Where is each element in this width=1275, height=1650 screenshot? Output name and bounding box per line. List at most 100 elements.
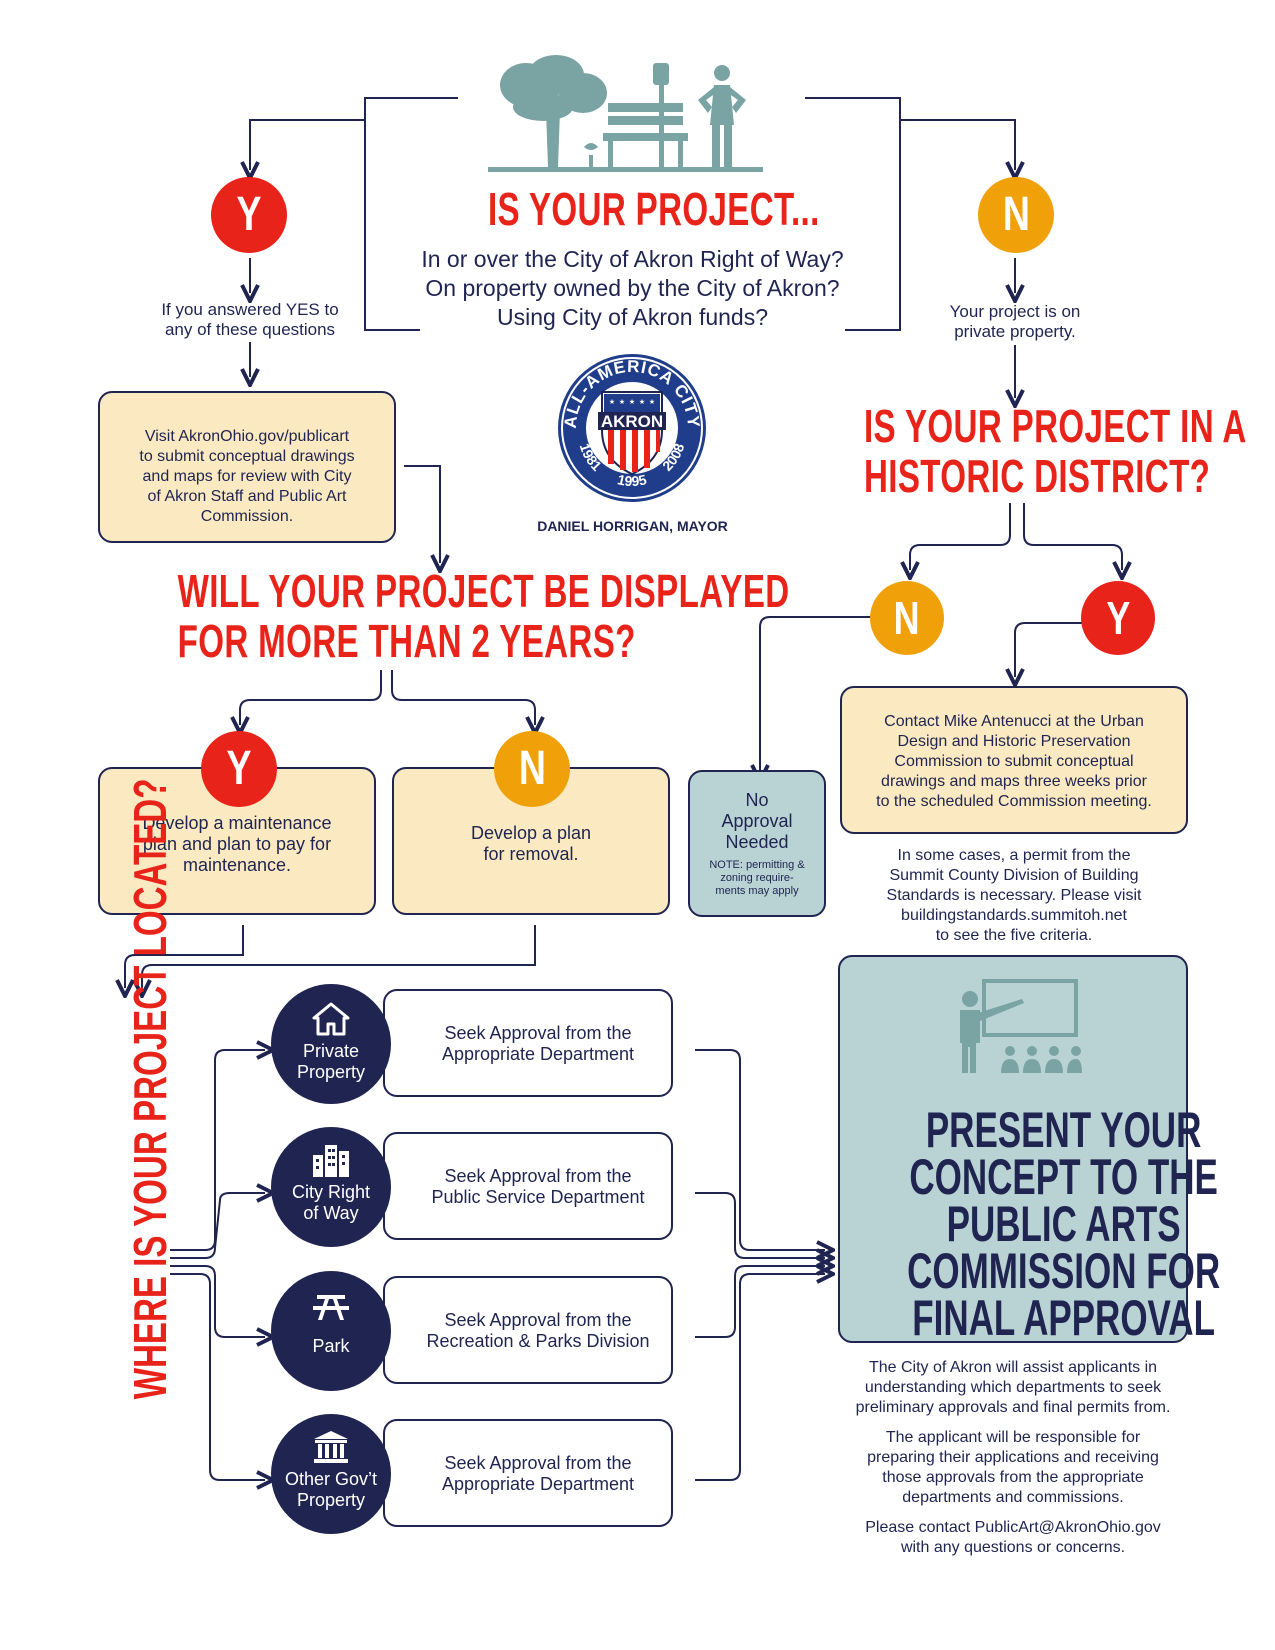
maintenance-box-line: Develop a maintenance	[142, 813, 332, 833]
park-illustration-icon	[488, 55, 763, 172]
historic-no-marker: N	[870, 581, 944, 655]
location-headline: WHERE IS YOUR PROJECT LOCATED?	[124, 778, 176, 1400]
commission-box-line: Design and Historic Preservation	[897, 733, 1131, 750]
location-action-line: Appropriate Department	[441, 1044, 635, 1064]
final-paragraph-line: those approvals from the appropriate	[882, 1469, 1144, 1486]
historic-commission-box: Contact Mike Antenucci at the Urban Desi…	[840, 686, 1188, 834]
commission-box-line: to the scheduled Commission meeting.	[876, 793, 1152, 810]
location-other-government-property: Other Gov’t Property	[271, 1414, 391, 1534]
yes-note-line: any of these questions	[164, 320, 336, 339]
final-headline-line: FINAL APPROVAL	[912, 1290, 1215, 1346]
permit-note-line: Summit County Division of Building	[889, 867, 1139, 884]
final-paragraphs: The City of Akron will assist applicants…	[828, 1358, 1198, 1558]
mayor-caption: DANIEL HORRIGAN, MAYOR	[537, 518, 728, 534]
no-note-line: private property.	[954, 322, 1076, 341]
final-paragraph-line: Please contact PublicArt@AkronOhio.gov	[865, 1519, 1161, 1536]
seal-name: AKRON	[601, 412, 663, 431]
final-paragraph-line: preparing their applications and receivi…	[867, 1449, 1159, 1466]
removal-box-line: for removal.	[483, 844, 579, 864]
final-paragraph-line: with any questions or concerns.	[900, 1539, 1126, 1556]
submit-box-line: Commission.	[200, 508, 294, 525]
final-paragraph-line: departments and commissions.	[902, 1489, 1124, 1506]
no-approval-note-line: ments may apply	[715, 885, 799, 897]
location-label-line: Property	[296, 1062, 366, 1082]
historic-yes-marker: Y	[1081, 581, 1155, 655]
maintenance-box-line: plan and plan to pay for	[142, 834, 332, 854]
permit-note-line: buildingstandards.summitoh.net	[901, 907, 1127, 924]
submit-box-line: to submit conceptual drawings	[139, 448, 355, 465]
duration-headline-line: WILL YOUR PROJECT BE DISPLAYED	[177, 565, 790, 617]
final-headline-line: CONCEPT TO THE	[909, 1149, 1218, 1205]
duration-no-marker: N	[494, 731, 570, 807]
final-headline-line: PRESENT YOUR	[925, 1102, 1202, 1158]
historic-headline-line: IS YOUR PROJECT IN A	[864, 400, 1247, 452]
presentation-teacher-icon	[960, 979, 1082, 1073]
no-approval-line: Approval	[721, 811, 793, 831]
location-action-line: Recreation & Parks Division	[426, 1331, 650, 1351]
commission-box-line: Contact Mike Antenucci at the Urban	[884, 713, 1144, 730]
no-note: Your project is on private property.	[895, 302, 1135, 342]
top-question-headline: IS YOUR PROJECT...	[488, 183, 820, 235]
house-icon	[312, 1002, 350, 1036]
no-marker: N	[978, 177, 1054, 253]
location-action-line: Seek Approval from the	[444, 1310, 632, 1330]
no-note-line: Your project is on	[949, 302, 1081, 321]
removal-box-line: Develop a plan	[470, 823, 592, 843]
final-paragraph-line: understanding which departments to seek	[864, 1379, 1162, 1396]
top-question-line: In or over the City of Akron Right of Wa…	[421, 246, 844, 272]
location-label-line: of Way	[303, 1203, 359, 1223]
top-question-line: Using City of Akron funds?	[496, 304, 769, 330]
duration-yes-marker: Y	[201, 731, 277, 807]
permit-note-line: Standards is necessary. Please visit	[886, 887, 1142, 904]
commission-box-line: drawings and maps three weeks prior	[881, 773, 1147, 790]
top-question-line: On property owned by the City of Akron?	[425, 275, 840, 301]
seal-year: 1995	[616, 471, 648, 489]
historic-headline-line: HISTORIC DISTRICT?	[864, 449, 1211, 502]
svg-text:★: ★	[649, 398, 655, 406]
commission-box-line: Commission to submit conceptual	[894, 753, 1134, 770]
final-approval-box: PRESENT YOUR CONCEPT TO THE PUBLIC ARTS …	[838, 955, 1220, 1343]
buildings-icon	[313, 1145, 349, 1177]
maintenance-box-line: maintenance.	[182, 855, 292, 875]
submit-box-line: of Akron Staff and Public Art	[147, 488, 347, 505]
location-label-line: City Right	[291, 1182, 371, 1202]
no-approval-note-line: NOTE: permitting &	[709, 859, 805, 871]
location-label-line: Private	[302, 1041, 360, 1061]
duration-headline: WILL YOUR PROJECT BE DISPLAYED FOR MORE …	[177, 565, 790, 667]
akron-seal-logo: ALL-AMERICA CITY 1981 1995 2008 AKRON ★★…	[558, 354, 706, 502]
location-label-line: Other Gov’t	[284, 1469, 378, 1489]
submit-box-line: Visit AkronOhio.gov/publicart	[144, 428, 350, 445]
yes-note-line: If you answered YES to	[161, 300, 339, 319]
yes-note: If you answered YES to any of these ques…	[120, 300, 380, 340]
location-city-right-of-way: City Right of Way	[271, 1127, 391, 1247]
final-paragraph: The applicant will be responsible for pr…	[828, 1428, 1198, 1508]
historic-district-headline: IS YOUR PROJECT IN A HISTORIC DISTRICT?	[864, 400, 1247, 502]
location-action-line: Public Service Department	[431, 1187, 645, 1207]
location-action-line: Seek Approval from the	[444, 1023, 632, 1043]
location-action-line: Seek Approval from the	[444, 1166, 632, 1186]
svg-text:★: ★	[629, 398, 635, 406]
location-label-line: Park	[312, 1336, 350, 1356]
duration-headline-line: FOR MORE THAN 2 YEARS?	[177, 614, 636, 667]
location-action-line: Appropriate Department	[441, 1474, 635, 1494]
svg-text:1995: 1995	[616, 471, 648, 489]
no-approval-line: No	[745, 790, 769, 810]
submit-drawings-box: Visit AkronOhio.gov/publicart to submit …	[98, 391, 396, 543]
final-paragraph-line: The applicant will be responsible for	[885, 1429, 1141, 1446]
location-action-box: Seek Approval from the Appropriate Depar…	[383, 989, 673, 1097]
location-action-box: Seek Approval from the Public Service De…	[383, 1132, 673, 1240]
government-building-icon	[314, 1431, 348, 1463]
yes-marker: Y	[211, 177, 287, 253]
no-approval-line: Needed	[725, 832, 789, 852]
final-headline-line: COMMISSION FOR	[907, 1243, 1221, 1299]
no-approval-box: No Approval Needed NOTE: permitting & zo…	[688, 770, 826, 917]
no-approval-note-line: zoning require-	[720, 872, 794, 884]
location-action-line: Seek Approval from the	[444, 1453, 632, 1473]
svg-text:★: ★	[619, 398, 625, 406]
svg-text:★: ★	[609, 398, 615, 406]
svg-text:★: ★	[639, 398, 645, 406]
permit-note: In some cases, a permit from the Summit …	[840, 846, 1188, 946]
submit-box-line: and maps for review with City	[142, 468, 352, 485]
final-headline-line: PUBLIC ARTS	[946, 1196, 1181, 1252]
